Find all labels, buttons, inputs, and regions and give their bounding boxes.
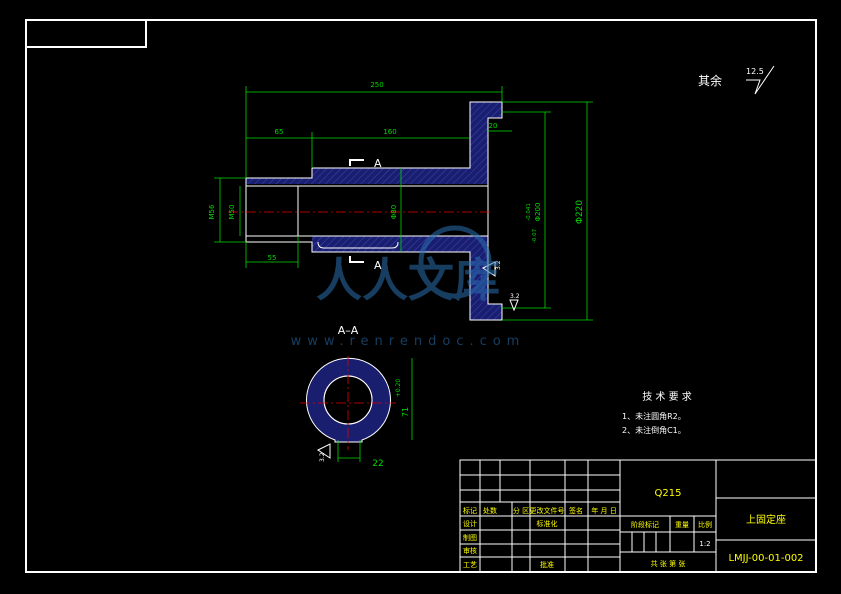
tech-req-title: 技 术 要 求 xyxy=(642,390,692,403)
section-hatch-upper xyxy=(246,102,502,184)
dim-phi80: Φ80 xyxy=(390,205,398,219)
header-date: 年 月 日 xyxy=(591,506,616,515)
drawing-number: LMJJ-00-01-002 xyxy=(728,553,803,564)
bore-lines xyxy=(246,185,488,237)
title-block: Q215 上固定座 LMJJ-00-01-002 标记 处数 分 区 更改文件号… xyxy=(459,459,817,573)
sheet-count: 共 张 第 张 xyxy=(651,559,686,568)
surface-roughness-icon xyxy=(746,65,775,95)
sheet-corner-box xyxy=(25,19,147,48)
tech-req-item-1: 1、未注圆角R2。 xyxy=(622,411,686,421)
dim-m56: M56 xyxy=(208,204,216,219)
dim-20: 20 xyxy=(489,122,498,130)
header-signature: 签名 xyxy=(569,506,583,515)
watermark: 人人文库 www.renrendoc.com xyxy=(291,225,526,349)
tech-requirements: 技 术 要 求 1、未注圆角R2。 2、未注倒角C1。 xyxy=(622,390,692,435)
tech-req-item-2: 2、未注倒角C1。 xyxy=(622,425,686,435)
dim-65: 65 xyxy=(275,128,284,136)
main-view xyxy=(228,101,503,321)
part-name: 上固定座 xyxy=(746,513,786,526)
surface-note-label: 其余 xyxy=(698,73,722,88)
roughness-symbol-2 xyxy=(509,299,519,312)
surface-note: 其余 12.5 xyxy=(698,65,775,95)
dim-phi200-tol-upper: -0.041 xyxy=(526,203,532,221)
dimensions: 250 65 160 20 55 M56 M50 Φ80 Φ200 -0.041… xyxy=(208,81,593,321)
standardization-label: 标准化 xyxy=(537,519,558,528)
section-mark-top: A xyxy=(374,157,382,170)
surface-note-value: 12.5 xyxy=(746,67,764,76)
row-process: 工艺 xyxy=(463,561,477,569)
section-view: A–A 22 71 +0.20 3.2 xyxy=(300,324,413,469)
material-label: Q215 xyxy=(655,488,682,499)
section-ring xyxy=(306,357,391,443)
section-hatch-lower xyxy=(246,236,502,320)
header-zone: 分 区 xyxy=(513,506,529,515)
watermark-logo-icon xyxy=(418,225,492,299)
header-mark: 标记 xyxy=(463,506,477,515)
watermark-text: 人人文库 xyxy=(316,253,500,307)
dim-160: 160 xyxy=(383,128,396,136)
scale-value: 1:2 xyxy=(699,540,710,548)
row-design: 设计 xyxy=(463,519,477,528)
roughness-value-3: 3.2 xyxy=(319,452,326,462)
section-marks: A A xyxy=(349,157,382,272)
key-slot xyxy=(317,241,399,249)
sheet-border xyxy=(25,19,817,573)
row-review: 审核 xyxy=(463,546,477,555)
weight-label: 重量 xyxy=(675,521,689,529)
approve-label: 批准 xyxy=(540,560,554,569)
header-change-doc: 更改文件号 xyxy=(530,506,565,515)
section-mark-bottom: A xyxy=(374,259,382,272)
row-draw: 制图 xyxy=(463,533,477,542)
dim-phi200-tol-lower: -0.07 xyxy=(532,228,538,243)
dim-key-depth: 71 xyxy=(401,407,410,417)
section-view-title: A–A xyxy=(338,324,359,337)
dim-key-depth-tol: +0.20 xyxy=(395,379,402,398)
dim-55: 55 xyxy=(268,254,277,262)
roughness-value-1: 3.2 xyxy=(495,260,502,270)
dim-phi220: Φ220 xyxy=(575,200,585,225)
part-outline xyxy=(245,101,503,321)
roughness-value-2: 3.2 xyxy=(510,293,520,300)
dim-overall-length: 250 xyxy=(370,81,383,89)
header-count: 处数 xyxy=(483,506,497,515)
dim-key-width: 22 xyxy=(372,459,383,469)
dim-m50: M50 xyxy=(228,205,236,220)
roughness-symbol-3 xyxy=(317,443,331,459)
scale-label: 比例 xyxy=(698,520,712,529)
watermark-url: www.renrendoc.com xyxy=(291,334,526,349)
stage-mark-label: 阶段标记 xyxy=(631,520,659,529)
dim-phi200: Φ200 xyxy=(534,203,542,222)
